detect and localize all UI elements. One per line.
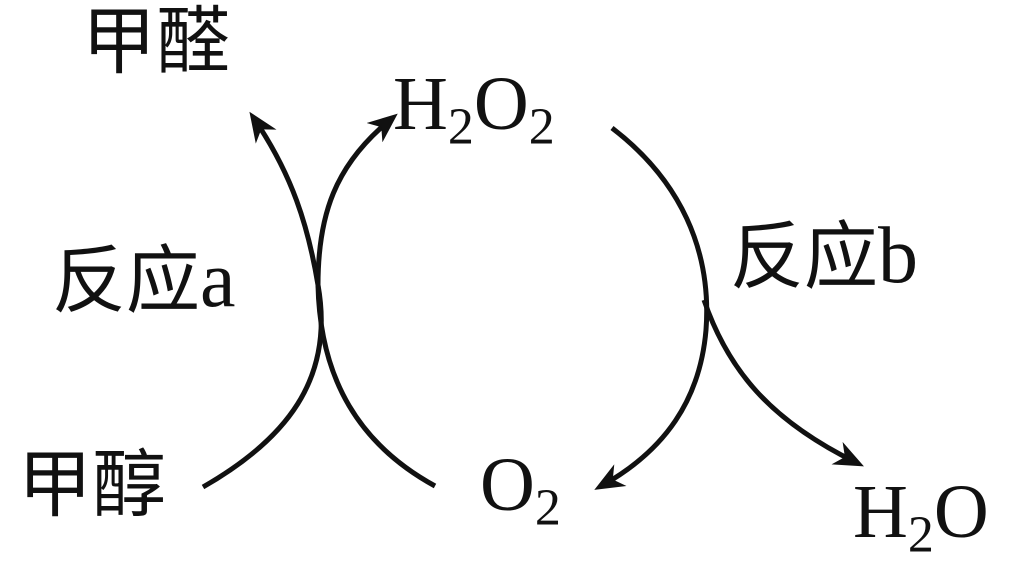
reaction-b-prefix: 反应 (730, 214, 878, 300)
reaction-a-label: 反应a (52, 240, 236, 320)
reaction-a-letter: a (200, 236, 236, 324)
o2-o-subscript: 2 (534, 479, 561, 537)
arrow-o2-to-h2o2 (315, 113, 437, 489)
h2o-h: H (853, 470, 908, 554)
oxygen-label: O2 (480, 447, 561, 534)
formaldehyde-label: 甲醛 (82, 0, 230, 85)
h2o-o: O (933, 470, 989, 554)
h2o2-o: O (473, 62, 529, 146)
water-label: H2O (853, 474, 989, 561)
h2o2-h: H (393, 62, 448, 146)
h2o2-h-subscript: 2 (447, 98, 474, 156)
hydrogen-peroxide-label: H2O2 (393, 66, 555, 153)
reaction-b-letter: b (878, 212, 918, 300)
reaction-a-prefix: 反应 (52, 238, 200, 324)
o2-o: O (480, 443, 535, 527)
arrow-h2o2-to-o2 (594, 126, 710, 490)
h2o2-o-subscript: 2 (528, 98, 555, 156)
reaction-b-label: 反应b (730, 216, 918, 296)
methanol-label: 甲醇 (18, 442, 166, 528)
arrow-h2o2-to-h2o (701, 299, 864, 467)
h2o-h-subscript: 2 (907, 506, 934, 564)
